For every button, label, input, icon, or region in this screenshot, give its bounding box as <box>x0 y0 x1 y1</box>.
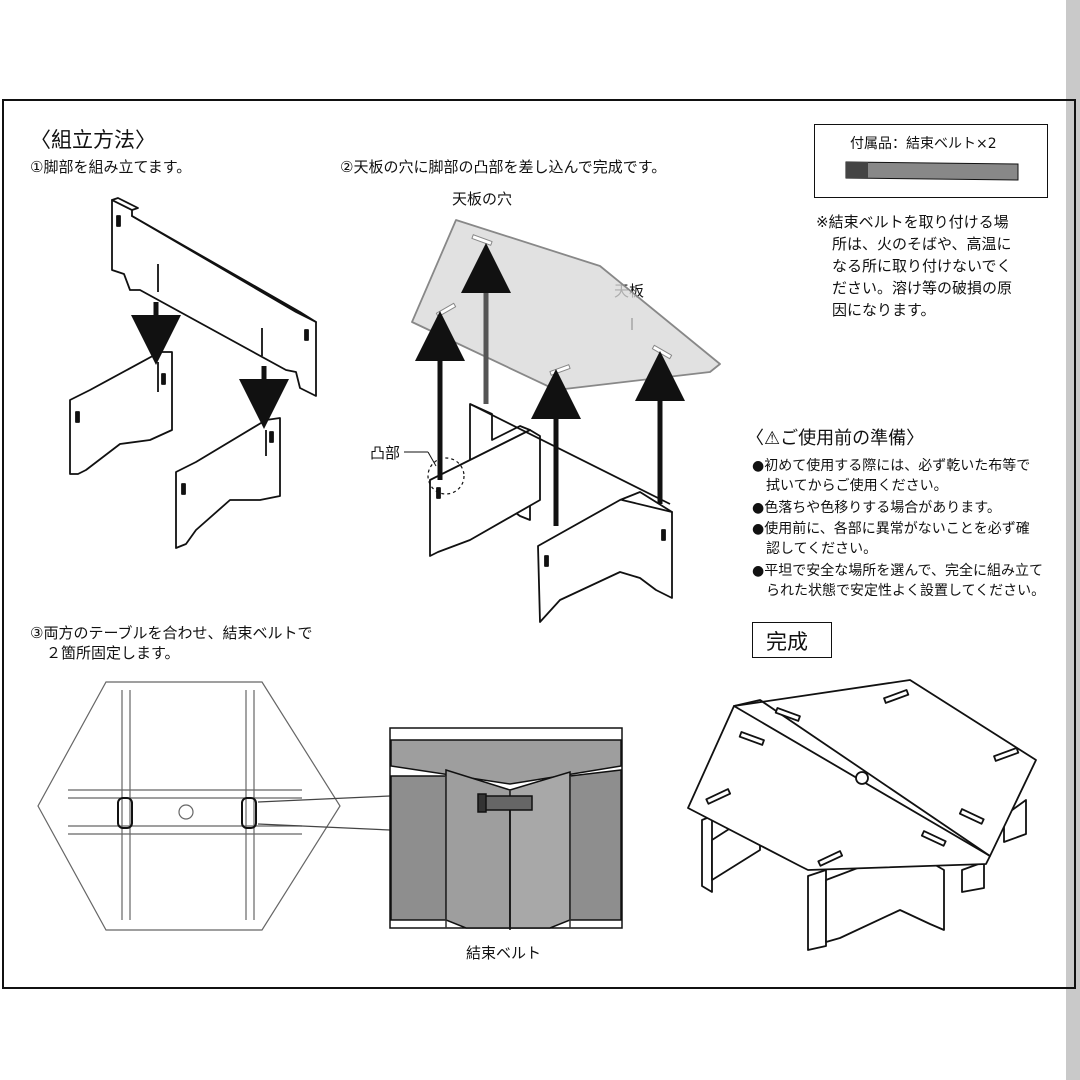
step1-text: ①脚部を組み立てます。 <box>30 158 192 176</box>
prep-line-7: られた状態で安定性よく設置してください。 <box>766 583 1046 599</box>
accessory-note-3: なる所に取り付けないでく <box>832 257 1012 275</box>
step2-text: ②天板の穴に脚部の凸部を差し込んで完成です。 <box>340 158 667 176</box>
accessory-note-2: 所は、火のそばや、高温に <box>832 235 1012 253</box>
step3-text-line2: ２箇所固定します。 <box>46 644 180 662</box>
accessory-title: 付属品：結束ベルト×2 <box>850 136 997 152</box>
preparation-heading: 〈⚠ご使用前の準備〉 <box>746 428 925 449</box>
assembly-heading: 〈組立方法〉 <box>30 128 156 152</box>
label-belt: 結束ベルト <box>466 944 542 962</box>
belt-icon <box>845 161 1019 181</box>
prep-line-6: ●平坦で安全な場所を選んで、完全に組み立て <box>752 563 1043 579</box>
step1-leg-diagram-icon <box>69 197 317 549</box>
accessory-note-5: 因になります。 <box>832 301 936 319</box>
completed-table-icon <box>687 679 1037 951</box>
prep-line-2: 拭いてからご使用ください。 <box>766 478 948 494</box>
complete-label: 完成 <box>766 630 808 654</box>
prep-line-4: ●使用前に、各部に異常がないことを必ず確 <box>752 521 1030 537</box>
step2-table-diagram-icon <box>404 219 721 623</box>
accessory-note-1: ※結束ベルトを取り付ける場 <box>816 213 1009 231</box>
prep-line-1: ●初めて使用する際には、必ず乾いた布等で <box>752 458 1031 474</box>
label-top-hole: 天板の穴 <box>452 190 513 208</box>
top-view-diagram-icon <box>37 681 391 931</box>
accessory-note-4: ださい。溶け等の破損の原 <box>832 279 1013 297</box>
prep-line-3: ●色落ちや色移りする場合があります。 <box>752 500 1001 516</box>
step3-text-line1: ③両方のテーブルを合わせ、結束ベルトで <box>30 624 313 642</box>
instruction-sheet <box>2 99 1076 989</box>
accessory-box <box>814 124 1048 198</box>
page-scrollbar[interactable] <box>1066 0 1080 1080</box>
complete-label-box <box>752 622 832 658</box>
label-tab: 凸部 <box>370 444 401 462</box>
prep-line-5: 認してください。 <box>766 541 878 557</box>
belt-closeup-icon <box>389 727 623 930</box>
